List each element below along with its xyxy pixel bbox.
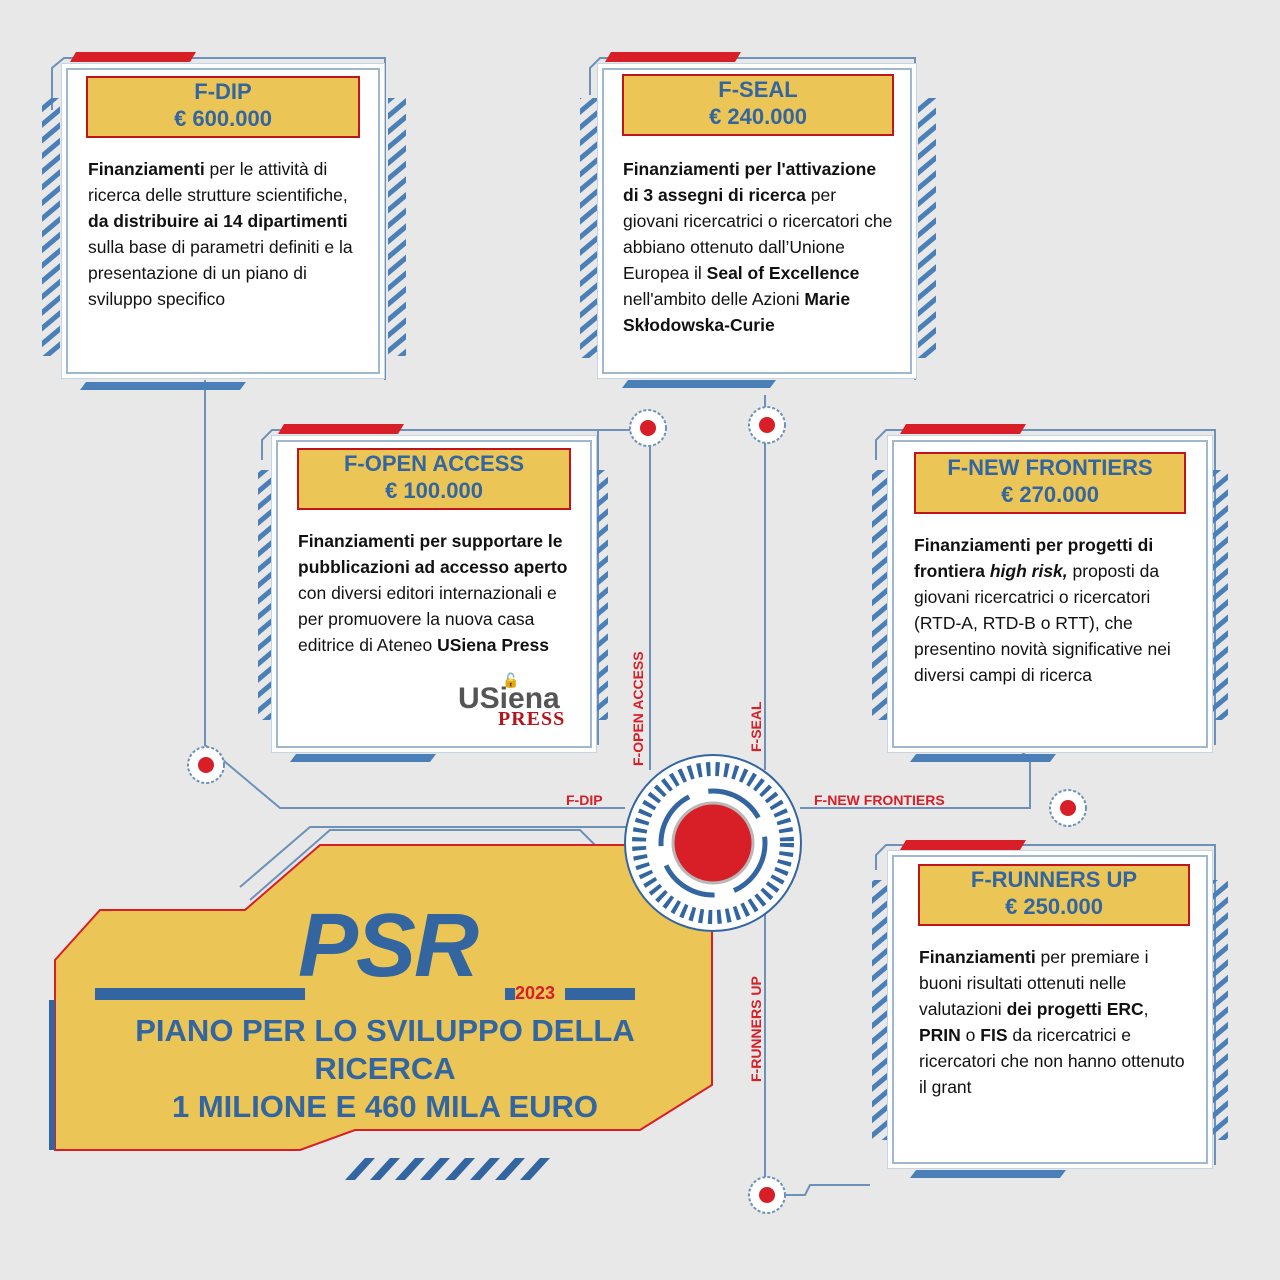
card-amount: € 240.000 <box>709 104 807 129</box>
card-amount: € 100.000 <box>385 478 483 503</box>
card-text-segment: per le attività di ricerca delle struttu… <box>88 159 348 205</box>
label-f-open-access: F-OPEN ACCESS <box>630 651 646 766</box>
card-text-segment: nell'ambito delle Azioni <box>623 289 805 309</box>
card-f-seal-header: F-SEAL € 240.000 <box>622 74 894 136</box>
card-text-segment: da distribuire ai 14 dipartimenti <box>88 211 348 231</box>
card-text-segment: Finanziamenti <box>88 159 205 179</box>
card-f-open-access-header: F-OPEN ACCESS € 100.000 <box>297 448 571 510</box>
card-title: F-NEW FRONTIERS <box>947 455 1153 480</box>
card-text-segment: Finanziamenti per progetti di frontiera <box>914 535 1154 581</box>
card-amount: € 250.000 <box>1005 894 1103 919</box>
card-text-segment: USiena Press <box>437 635 549 655</box>
logo-word: USiena <box>458 682 560 715</box>
banner-title: PSR <box>298 896 479 996</box>
card-text-segment: Finanziamenti per supportare le pubblica… <box>298 531 568 577</box>
card-title: F-RUNNERS UP <box>970 867 1138 892</box>
card-text-segment: FIS <box>980 1025 1008 1045</box>
banner-subtitle: PIANO PER LO SVILUPPO DELLA RICERCA 1 MI… <box>75 1012 695 1126</box>
card-text-segment: Finanziamenti <box>919 947 1036 967</box>
card-title: F-DIP <box>194 79 252 104</box>
card-text-segment: Marie Skłodowska-Curie <box>623 289 851 335</box>
card-text-segment: dei progetti ERC <box>1006 999 1144 1019</box>
usiena-press-logo: 🔓 USiena PRESS <box>458 672 568 732</box>
card-amount: € 270.000 <box>1001 482 1099 507</box>
card-f-new-frontiers-header: F-NEW FRONTIERS € 270.000 <box>914 452 1186 514</box>
card-text-segment: Seal of Excellence <box>706 263 860 283</box>
label-f-runners-up: F-RUNNERS UP <box>748 976 764 1082</box>
card-f-dip-body: Finanziamenti per le attività di ricerca… <box>88 156 368 312</box>
lock-open-icon: 🔓 <box>502 672 520 688</box>
card-text-segment: high risk, <box>989 561 1068 581</box>
card-title: F-OPEN ACCESS <box>343 451 525 476</box>
card-f-dip-header: F-DIP € 600.000 <box>86 76 360 138</box>
card-text-segment: PRIN <box>919 1025 961 1045</box>
card-text-segment: con diversi editori internazionali e per… <box>298 583 557 655</box>
card-text-segment: per premiare i buoni risultati ottenuti … <box>919 947 1149 1019</box>
card-text-segment: da ricercatrici e ricercatori che non ha… <box>919 1025 1185 1097</box>
card-text-segment: per giovani ricercatrici o ricercatori c… <box>623 185 893 283</box>
card-title: F-SEAL <box>718 77 798 102</box>
card-f-open-access-body: Finanziamenti per supportare le pubblica… <box>298 528 574 658</box>
card-f-runners-up-body: Finanziamenti per premiare i buoni risul… <box>919 944 1191 1100</box>
card-f-new-frontiers-body: Finanziamenti per progetti di frontiera … <box>914 532 1190 688</box>
label-f-new-frontiers: F-NEW FRONTIERS <box>814 792 945 808</box>
banner-year: 2023 <box>515 983 556 1003</box>
banner-line-1: PIANO PER LO SVILUPPO DELLA RICERCA <box>135 1013 635 1086</box>
card-text-segment: proposti da giovani ricercatrici o ricer… <box>914 561 1171 685</box>
logo-press: PRESS <box>498 708 566 730</box>
card-text-segment: o <box>960 1025 981 1045</box>
card-f-runners-up-header: F-RUNNERS UP € 250.000 <box>918 864 1190 926</box>
card-text-segment: , <box>1143 999 1149 1019</box>
card-text-segment: Finanziamenti per l'attivazione di 3 ass… <box>623 159 877 205</box>
banner-line-2: 1 MILIONE E 460 MILA EURO <box>171 1089 599 1124</box>
label-f-seal: F-SEAL <box>748 701 764 752</box>
label-f-dip: F-DIP <box>566 792 603 808</box>
card-amount: € 600.000 <box>174 106 272 131</box>
card-f-seal-body: Finanziamenti per l'attivazione di 3 ass… <box>623 156 895 338</box>
card-text-segment: sulla base di parametri definiti e la pr… <box>88 237 353 309</box>
